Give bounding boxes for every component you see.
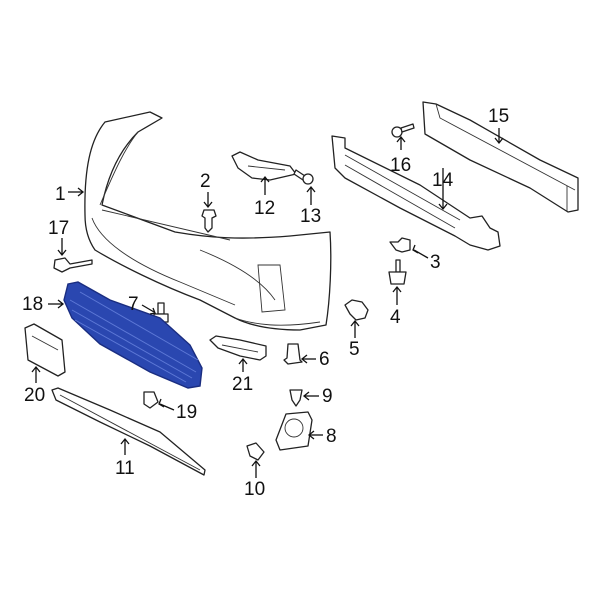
part-8-fog-bezel[interactable] (275, 411, 313, 451)
callout-12[interactable]: 12 (254, 198, 276, 219)
part-17-tow-eye[interactable] (53, 257, 93, 273)
callout-8[interactable]: 8 (326, 426, 337, 447)
callout-20[interactable]: 20 (24, 385, 46, 406)
part-13-bolt[interactable] (293, 169, 314, 185)
callout-16[interactable]: 16 (390, 155, 412, 176)
callout-14[interactable]: 14 (432, 170, 454, 191)
part-19-cap[interactable] (143, 391, 159, 409)
part-5-sensor[interactable] (344, 299, 369, 321)
callout-4[interactable]: 4 (390, 307, 401, 328)
callout-10[interactable]: 10 (244, 479, 266, 500)
part-4-screw[interactable] (388, 259, 407, 285)
part-12-bracket[interactable] (231, 151, 297, 181)
callout-17[interactable]: 17 (48, 218, 70, 239)
callout-15[interactable]: 15 (488, 106, 510, 127)
part-3-nut-clip[interactable] (389, 237, 411, 253)
leader-lines (31, 128, 504, 478)
part-9-clip[interactable] (289, 389, 303, 407)
part-10-bracket[interactable] (246, 442, 265, 461)
callout-7[interactable]: 7 (128, 294, 139, 315)
callout-9[interactable]: 9 (322, 386, 333, 407)
callout-18[interactable]: 18 (22, 294, 44, 315)
part-11-lower-spoiler[interactable] (51, 387, 206, 476)
part-20-license-bracket[interactable] (24, 323, 66, 377)
callout-1[interactable]: 1 (55, 184, 66, 205)
part-18-lower-grille[interactable] (63, 281, 203, 389)
callout-6[interactable]: 6 (319, 349, 330, 370)
part-2-clip[interactable] (201, 209, 217, 233)
part-21-lamp-trim[interactable] (209, 335, 267, 361)
part-14-energy-absorber[interactable] (331, 135, 501, 251)
callout-3[interactable]: 3 (430, 252, 441, 273)
callout-5[interactable]: 5 (349, 339, 360, 360)
part-6-clip[interactable] (283, 343, 303, 365)
part-15-reinforcement[interactable] (422, 101, 579, 213)
part-1-bumper-cover[interactable] (84, 111, 332, 331)
callout-19[interactable]: 19 (176, 402, 198, 423)
callout-13[interactable]: 13 (300, 206, 322, 227)
part-16-bolt[interactable] (391, 123, 415, 138)
callout-21[interactable]: 21 (232, 374, 254, 395)
callout-11[interactable]: 11 (115, 458, 135, 479)
callout-2[interactable]: 2 (200, 171, 211, 192)
